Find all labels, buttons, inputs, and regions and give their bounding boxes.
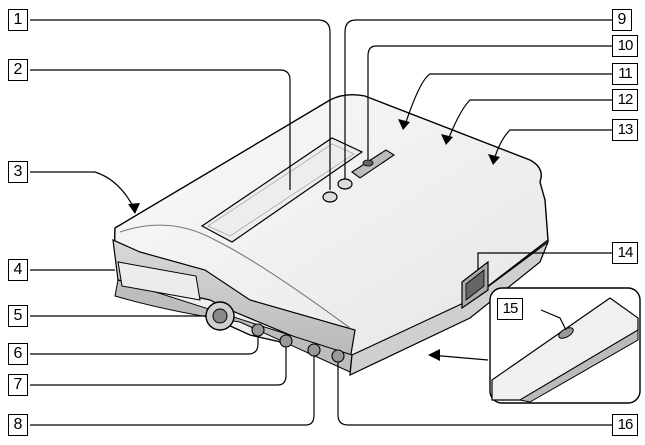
callout-5: 5: [8, 305, 28, 327]
arrowheads: [128, 119, 500, 361]
callout-13: 13: [612, 119, 638, 141]
inset-switch: [558, 327, 574, 339]
callout-1: 1: [8, 9, 28, 31]
button-1: [322, 191, 338, 203]
callout-4: 4: [8, 259, 28, 281]
callout-14: 14: [612, 242, 638, 264]
front-window: [117, 261, 201, 301]
callout-16: 16: [612, 414, 638, 436]
callout-8: 8: [8, 414, 28, 436]
callout-7: 7: [8, 374, 28, 396]
button-6: [251, 323, 265, 337]
button-9: [337, 178, 353, 190]
button-7: [279, 334, 293, 348]
display-window: [200, 137, 364, 243]
callout-3: 3: [8, 161, 28, 183]
callout-9: 9: [612, 9, 632, 31]
callout-11: 11: [612, 63, 638, 85]
leader-lines: [30, 19, 612, 426]
callout-12: 12: [612, 89, 638, 111]
callout-10: 10: [612, 35, 638, 57]
top-ridge: [119, 224, 351, 329]
callout-6: 6: [8, 343, 28, 365]
callout-2: 2: [8, 59, 28, 81]
button-16: [331, 349, 345, 363]
callout-15: 15: [497, 298, 523, 320]
button-8: [307, 343, 321, 357]
front-lower-face: [114, 279, 353, 373]
